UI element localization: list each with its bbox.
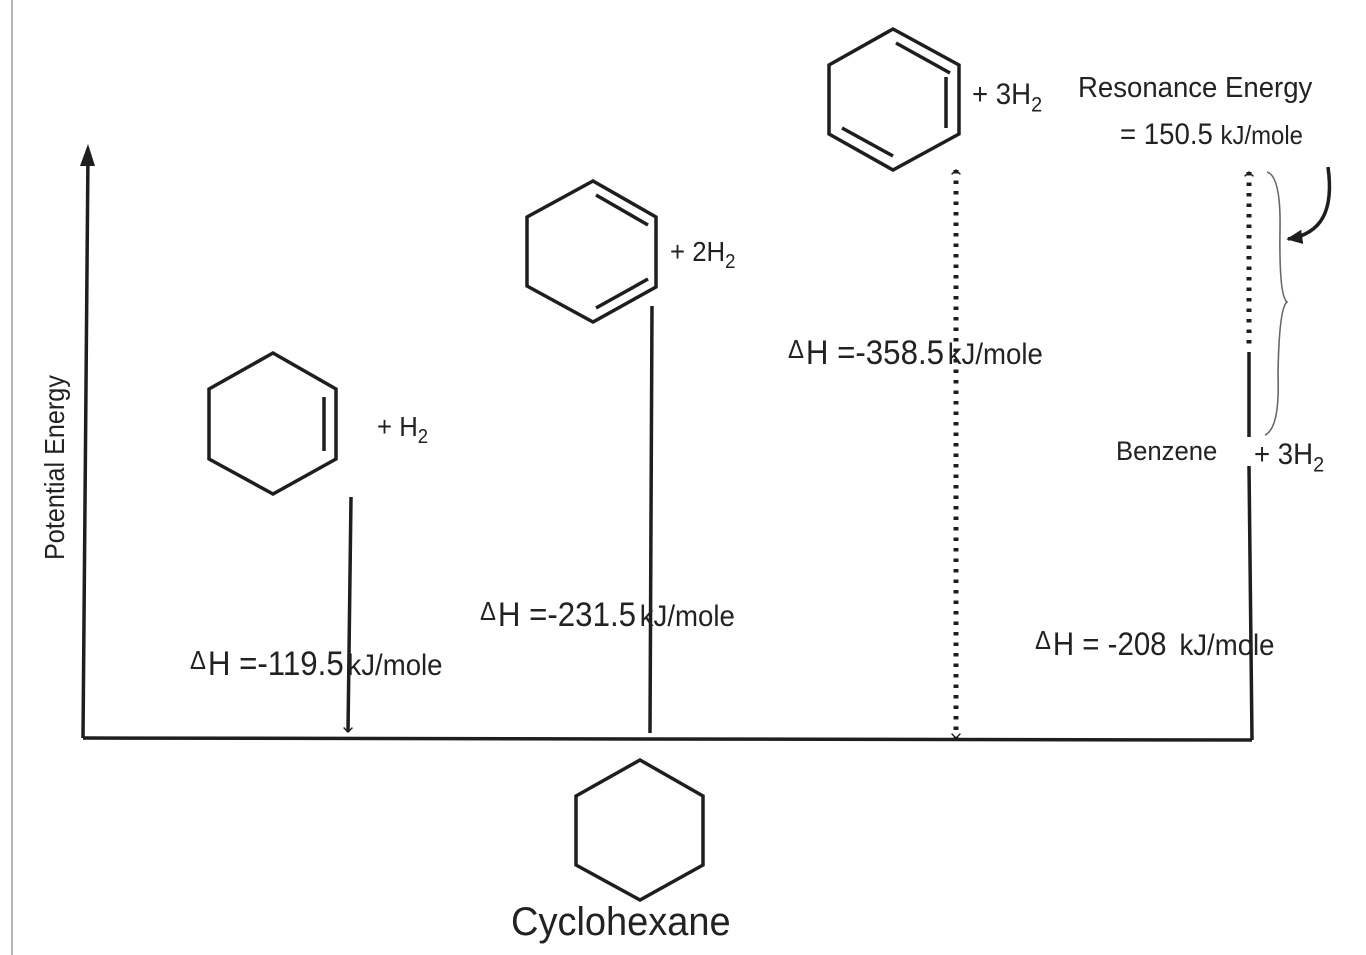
cyclohexane-label: Cyclohexane <box>511 900 731 944</box>
resonance-unit: kJ/mole <box>1220 120 1303 150</box>
line-cyclohexadiene <box>648 305 654 734</box>
reagent-2h2-text: + 2H <box>670 236 726 267</box>
delta-h-value: H = -208 <box>1052 626 1167 662</box>
delta-h-benzene-calculated: ΔH = -208 kJ/mole <box>1035 625 1275 662</box>
delta-symbol: Δ <box>190 645 206 675</box>
delta-h-unit: kJ/mole <box>347 649 443 682</box>
resonance-brace <box>1264 171 1289 436</box>
resonance-energy-title: Resonance Energy <box>1078 72 1313 104</box>
cyclohexane-structure <box>574 757 705 902</box>
reagent-3h2-calculated-text: + 3H <box>1254 438 1314 471</box>
reagent-h2: + H2 <box>377 411 428 448</box>
delta-h-value: H =-119.5 <box>207 645 344 683</box>
delta-h-unit: kJ/mole <box>639 600 735 633</box>
resonance-pointer-arrow <box>1286 166 1332 245</box>
reagent-3h2-benzene-subscript: 2 <box>1031 91 1043 117</box>
cyclohexadiene-structure <box>525 178 658 324</box>
reagent-2h2: + 2H2 <box>670 236 735 273</box>
axes <box>80 144 1253 742</box>
delta-symbol: Δ <box>788 334 804 364</box>
delta-h-unit: kJ/mole <box>1179 629 1275 662</box>
y-axis-label: Potential Energy <box>39 375 70 560</box>
delta-symbol: Δ <box>480 596 496 626</box>
line-benzene-lower <box>1247 465 1254 741</box>
reagent-3h2-calculated-subscript: 2 <box>1313 451 1325 477</box>
resonance-energy-value: = 150.5 kJ/mole <box>1120 120 1303 150</box>
resonance-value: = 150.5 <box>1120 118 1213 151</box>
delta-symbol: Δ <box>1035 625 1051 655</box>
benzene-structure <box>827 26 961 173</box>
y-axis <box>81 151 90 739</box>
delta-h-unit: kJ/mole <box>947 338 1043 371</box>
reagent-3h2-benzene: + 3H2 <box>972 78 1042 115</box>
reagent-3h2-calculated: + 3H2 <box>1254 438 1324 475</box>
benzene-label: Benzene <box>1116 436 1218 466</box>
delta-h-value: H =-358.5 <box>805 334 945 372</box>
reagent-2h2-subscript: 2 <box>725 251 736 274</box>
cyclohexene-structure <box>207 350 338 496</box>
arrow-cyclohexene <box>343 496 353 734</box>
reagent-3h2-benzene-text: + 3H <box>972 78 1032 111</box>
reagent-h2-subscript: 2 <box>417 426 429 449</box>
delta-h-value: H =-231.5 <box>497 596 637 634</box>
x-axis <box>82 736 1253 742</box>
y-axis-arrowhead <box>80 144 95 166</box>
reagent-h2-text: + H <box>377 411 418 442</box>
